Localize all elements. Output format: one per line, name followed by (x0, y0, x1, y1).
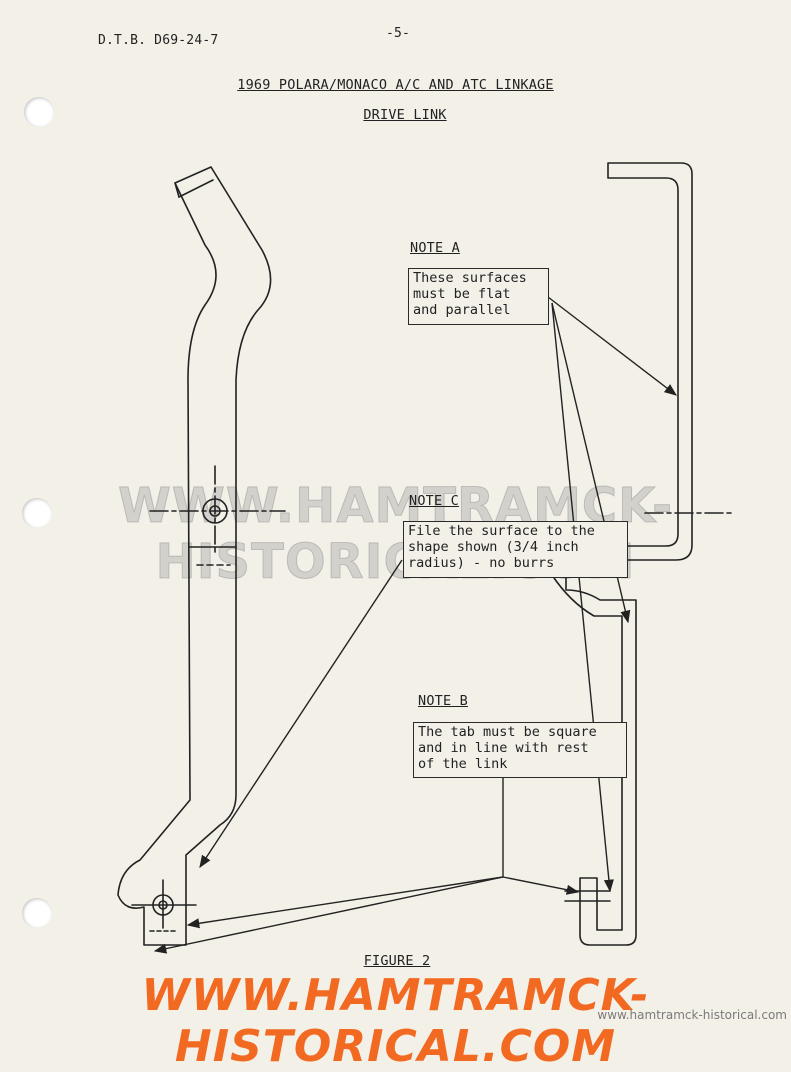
page-number: -5- (386, 26, 411, 41)
binder-hole-bottom (22, 898, 52, 928)
watermark-url: www.hamtramck-historical.com (597, 1008, 787, 1022)
document-page: D.T.B. D69-24-7 -5- 1969 POLARA/MONACO A… (22, 26, 787, 1072)
leader-note-b-3 (502, 876, 580, 895)
leader-note-b-2 (153, 876, 504, 954)
note-c-box: File the surface to the shape shown (3/4… (403, 521, 628, 578)
note-a-line: and parallel (413, 302, 511, 318)
leader-note-a-2 (551, 302, 614, 893)
note-a-line: must be flat (413, 286, 511, 302)
document-title: 1969 POLARA/MONACO A/C AND ATC LINKAGE (237, 77, 554, 93)
note-c-line: File the surface to the (408, 523, 595, 539)
figure-caption: FIGURE 2 (363, 953, 431, 969)
binder-hole-top (24, 97, 54, 127)
note-b-heading: NOTE B (418, 693, 468, 709)
document-subtitle: DRIVE LINK (363, 107, 447, 123)
drive-link-drawing (117, 162, 736, 954)
note-b-line: and in line with rest (418, 740, 589, 756)
note-c-line: shape shown (3/4 inch (408, 539, 579, 555)
note-a-box: These surfaces must be flat and parallel (408, 268, 549, 325)
binder-hole-middle (22, 498, 52, 528)
note-b-line: The tab must be square (418, 724, 597, 740)
link-side-view-outline (551, 162, 693, 946)
note-c-line: radius) - no burrs (408, 555, 555, 571)
leader-note-b-1 (186, 876, 504, 929)
note-a-line: These surfaces (413, 270, 527, 286)
note-a-heading: NOTE A (410, 240, 460, 256)
document-id: D.T.B. D69-24-7 (98, 33, 219, 48)
note-b-line: of the link (418, 756, 508, 772)
leader-note-a-1 (547, 296, 678, 396)
note-c-heading: NOTE C (409, 493, 459, 509)
note-b-box: The tab must be square and in line with … (413, 722, 627, 778)
link-left-view-outline (117, 166, 272, 946)
leader-note-c-1 (199, 559, 403, 869)
